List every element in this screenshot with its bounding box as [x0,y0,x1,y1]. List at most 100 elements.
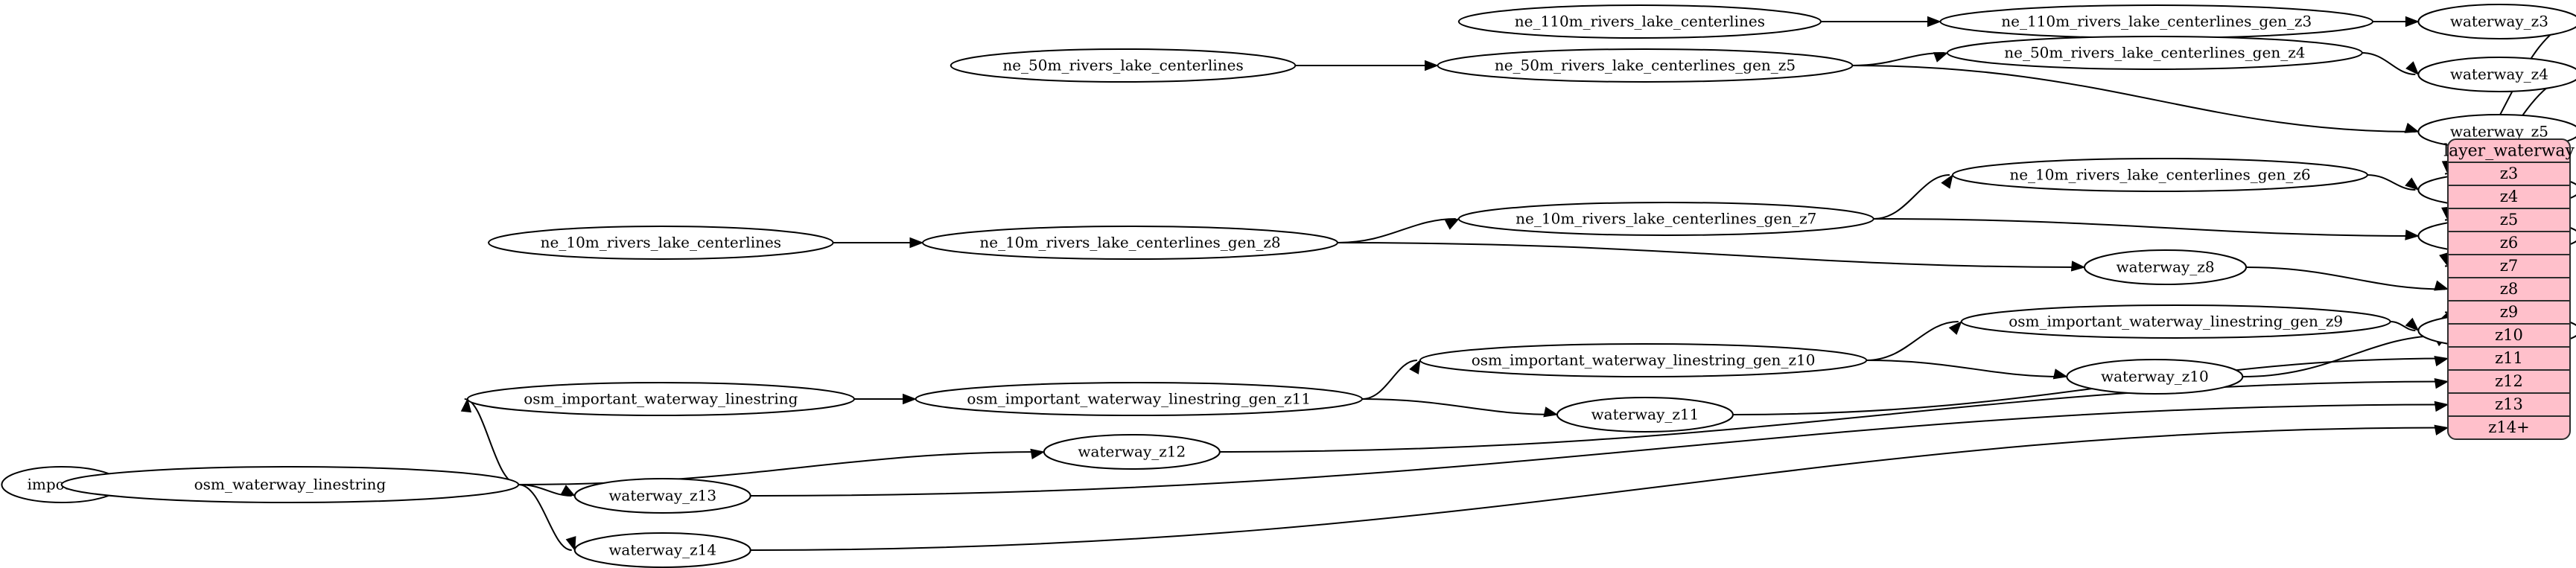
record-row-label: z5 [2500,211,2518,229]
node-label: waterway_z12 [1078,443,1186,461]
arrowhead-icon [2405,177,2420,191]
node-label: waterway_z11 [1591,406,1699,424]
node-waterway_z14[interactable]: waterway_z14 [573,532,751,568]
record-row-z4[interactable]: z4 [2448,185,2570,205]
arrowhead-icon [2405,61,2420,76]
node-label: ne_50m_rivers_lake_centerlines_gen_z4 [2004,44,2305,62]
node-ne_50m_rivers_lake_centerlines_gen_z5[interactable]: ne_50m_rivers_lake_centerlines_gen_z5 [1437,48,1854,83]
record-row-z11[interactable]: z11 [2448,346,2570,367]
node-osm_important_waterway_linestring_gen_z10[interactable]: osm_important_waterway_linestring_gen_z1… [1419,343,1868,377]
edge-ne_10m_rivers_lake_centerlines_gen_z7-to-waterway_z7 [1873,218,2416,237]
edge-osm_important_waterway_linestring_gen_z9-to-waterway_z9 [2390,321,2416,331]
node-label: waterway_z5 [2450,123,2548,141]
edge-osm_important_waterway_linestring_gen_z11-to-osm_important_waterway_linestring_gen_z10 [1361,360,1417,400]
record-row-z5[interactable]: z5 [2448,208,2570,229]
node-shape [573,532,751,568]
edge-osm_important_waterway_linestring_gen_z11-to-waterway_z11 [1361,398,1554,415]
node-label: waterway_z14 [608,541,716,559]
record-row-z14+[interactable]: z14+ [2448,415,2570,436]
node-waterway_z3[interactable]: waterway_z3 [2417,4,2576,39]
node-label: waterway_z13 [608,487,716,505]
node-osm_important_waterway_linestring[interactable]: osm_important_waterway_linestring [466,382,855,416]
edge-waterway_z12-to-record-z12 [1219,380,2446,453]
node-osm_important_waterway_linestring_gen_z9[interactable]: osm_important_waterway_linestring_gen_z9 [1960,304,2391,339]
edge-ne_50m_rivers_lake_centerlines_gen_z5-to-ne_50m_rivers_lake_centerlines_gen_z4 [1852,52,1944,66]
node-shape [915,382,1364,416]
node-ne_50m_rivers_lake_centerlines[interactable]: ne_50m_rivers_lake_centerlines [950,48,1297,83]
node-waterway_z4[interactable]: waterway_z4 [2417,57,2576,92]
edge-ne_50m_rivers_lake_centerlines_gen_z5-to-waterway_z5 [1852,65,2416,133]
record-row-label: z12 [2495,372,2523,390]
node-label: waterway_z3 [2450,13,2548,31]
arrowhead-icon [1948,320,1962,335]
record-row-z12[interactable]: z12 [2448,369,2570,390]
node-shape [488,226,834,260]
node-label: osm_important_waterway_linestring_gen_z1… [967,390,1311,408]
record-row-z9[interactable]: z9 [2448,300,2570,321]
arrowhead-icon [1933,52,1949,63]
arrowhead-icon [2434,355,2449,367]
record-row-z13[interactable]: z13 [2448,392,2570,413]
node-shape [1457,202,1874,236]
arrowhead-icon [1444,218,1460,230]
node-label: osm_important_waterway_linestring_gen_z1… [1472,351,1816,369]
node-shape [2417,57,2576,92]
node-waterway_z11[interactable]: waterway_z11 [1556,397,1734,433]
record-row-z10[interactable]: z10 [2448,323,2570,344]
arrowhead-icon [2434,377,2449,389]
arrowhead-icon [2404,122,2420,133]
node-waterway_z10[interactable]: waterway_z10 [2066,359,2244,395]
record-row-z7[interactable]: z7 [2448,254,2570,275]
node-waterway_z12[interactable]: waterway_z12 [1043,434,1221,470]
arrowhead-icon [1424,60,1439,71]
node-shape [922,226,1338,260]
node-label: ne_110m_rivers_lake_centerlines_gen_z3 [2001,13,2312,31]
edge-ne_10m_rivers_lake_centerlines_gen_z8-to-waterway_z8 [1337,242,2082,268]
arrowhead-icon [2405,229,2420,240]
record-row-label: z14+ [2488,418,2529,436]
node-shape [1437,48,1854,83]
edge-ne_10m_rivers_lake_centerlines_gen_z8-to-ne_10m_rivers_lake_centerlines_gen_z7 [1337,218,1456,243]
record-row-label: z13 [2495,395,2523,413]
arrowhead-icon [1941,173,1953,189]
edge-osm_waterway_linestring-to-waterway_z14 [518,484,572,551]
arrowhead-icon [2434,280,2449,291]
node-label: ne_10m_rivers_lake_centerlines [541,234,781,252]
record-row-z3[interactable]: z3 [2448,162,2570,182]
node-waterway_z13[interactable]: waterway_z13 [573,478,751,514]
record-row-z6[interactable]: z6 [2448,231,2570,252]
node-label: osm_waterway_linestring [194,476,387,494]
record-row-label: z11 [2495,349,2523,367]
node-ne_10m_rivers_lake_centerlines[interactable]: ne_10m_rivers_lake_centerlines [488,226,834,260]
node-label: waterway_z8 [2116,258,2214,276]
node-ne_110m_rivers_lake_centerlines[interactable]: ne_110m_rivers_lake_centerlines [1457,4,1822,39]
node-ne_50m_rivers_lake_centerlines_gen_z4[interactable]: ne_50m_rivers_lake_centerlines_gen_z4 [1946,36,2363,70]
node-shape [60,466,520,503]
node-label: waterway_z4 [2450,66,2548,83]
arrowhead-icon [1030,448,1046,459]
node-ne_10m_rivers_lake_centerlines_gen_z8[interactable]: ne_10m_rivers_lake_centerlines_gen_z8 [922,226,1338,260]
edge-osm_important_waterway_linestring_gen_z10-to-waterway_z10 [1866,360,2064,377]
node-label: ne_10m_rivers_lake_centerlines_gen_z6 [2009,166,2310,184]
node-waterway_z8[interactable]: waterway_z8 [2083,249,2248,285]
arrowhead-icon [1409,359,1421,374]
node-label: ne_50m_rivers_lake_centerlines [1002,57,1243,74]
node-osm_important_waterway_linestring_gen_z11[interactable]: osm_important_waterway_linestring_gen_z1… [915,382,1364,416]
node-osm_waterway_linestring[interactable]: osm_waterway_linestring [60,466,520,503]
record-title: layer_waterway [2443,142,2575,161]
edge-waterway_z13-to-record-z13 [750,403,2446,497]
record-row-label: z3 [2500,165,2518,182]
node-label: ne_110m_rivers_lake_centerlines [1515,13,1765,31]
node-ne_10m_rivers_lake_centerlines_gen_z6[interactable]: ne_10m_rivers_lake_centerlines_gen_z6 [1951,158,2368,192]
node-label: ne_50m_rivers_lake_centerlines_gen_z5 [1495,57,1796,74]
arrowhead-icon [1543,406,1559,418]
node-shape [1556,397,1734,433]
node-ne_10m_rivers_lake_centerlines_gen_z7[interactable]: ne_10m_rivers_lake_centerlines_gen_z7 [1457,202,1874,236]
node-ne_110m_rivers_lake_centerlines_gen_z3[interactable]: ne_110m_rivers_lake_centerlines_gen_z3 [1939,4,2373,39]
arrowhead-icon [560,485,576,497]
record-row-z8[interactable]: z8 [2448,277,2570,298]
record-row-label: z8 [2500,280,2518,298]
